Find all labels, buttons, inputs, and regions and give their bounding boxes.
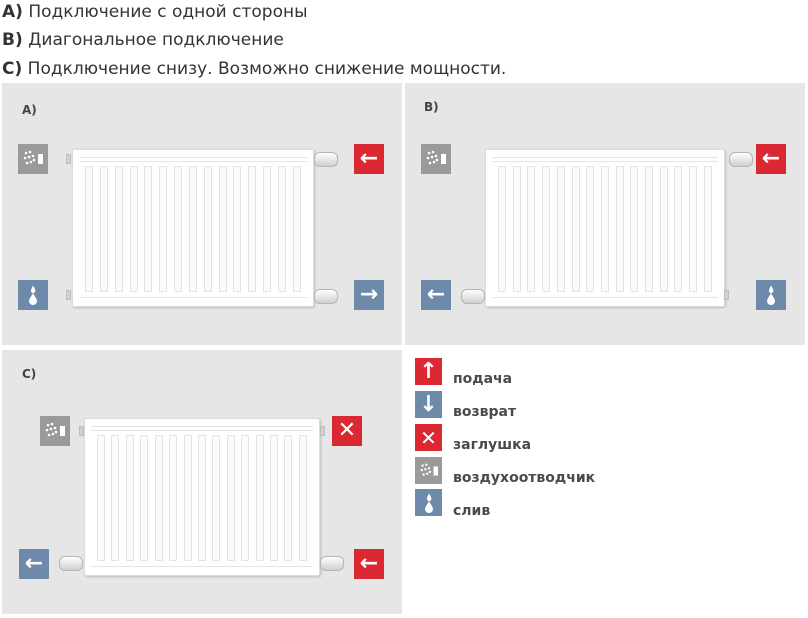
radiator: [72, 149, 314, 307]
legend-drain-label: слив: [453, 503, 491, 519]
air-vent-icon: [18, 144, 48, 174]
legend-return-label: возврат: [453, 404, 517, 420]
caption-b-key: B): [2, 30, 23, 50]
valve: [59, 556, 83, 571]
drain-icon: [756, 280, 786, 310]
panel-c-label: C): [22, 367, 37, 381]
panel-b: B) ← ←: [405, 83, 805, 345]
radiator: [485, 149, 725, 307]
legend-return-arrow-down-icon: ↓: [415, 391, 442, 418]
panel-b-label: B): [424, 100, 439, 114]
valve: [729, 152, 753, 167]
supply-left-arrow-icon: ←: [354, 144, 384, 174]
caption-a: A) Подключение с одной стороны: [2, 1, 308, 23]
drain-icon: [18, 280, 48, 310]
caption-c: C) Подключение снизу. Возможно снижение …: [2, 58, 506, 80]
return-left-arrow-icon: ←: [19, 549, 49, 579]
caption-b-text: Диагональное подключение: [28, 30, 284, 50]
caption-a-key: A): [2, 2, 23, 22]
valve: [314, 289, 338, 304]
return-right-arrow-icon: →: [354, 280, 384, 310]
legend-plug-label: заглушка: [453, 437, 532, 453]
caption-b: B) Диагональное подключение: [2, 29, 284, 51]
panel-a: A) ← →: [2, 83, 402, 345]
air-vent-icon: [40, 416, 70, 446]
legend-air-vent-icon: [415, 457, 442, 484]
air-vent-icon: [421, 144, 451, 174]
radiator: [84, 418, 320, 576]
legend-plug-icon: ✕: [415, 424, 442, 451]
radiator-nub: [79, 426, 84, 436]
radiator-nub: [724, 290, 729, 300]
radiator-nub: [66, 290, 71, 300]
supply-left-arrow-icon: ←: [756, 144, 786, 174]
return-left-arrow-icon: ←: [421, 280, 451, 310]
radiator-nub: [66, 154, 71, 164]
supply-left-arrow-icon: ←: [354, 549, 384, 579]
caption-c-key: C): [2, 59, 23, 79]
panel-c: C) ✕ ← ←: [2, 350, 402, 614]
panel-a-label: A): [22, 103, 37, 117]
caption-a-text: Подключение с одной стороны: [28, 2, 308, 22]
legend-air-vent-label: воздухоотводчик: [453, 470, 596, 486]
valve: [314, 152, 338, 167]
legend-supply-label: подача: [453, 371, 513, 387]
caption-c-text: Подключение снизу. Возможно снижение мощ…: [27, 59, 507, 79]
legend-drain-icon: [415, 489, 442, 516]
valve: [320, 556, 344, 571]
radiator-nub: [320, 426, 325, 436]
legend-supply-arrow-up-icon: ↑: [415, 358, 442, 385]
plug-icon: ✕: [332, 416, 362, 446]
valve: [461, 289, 485, 304]
